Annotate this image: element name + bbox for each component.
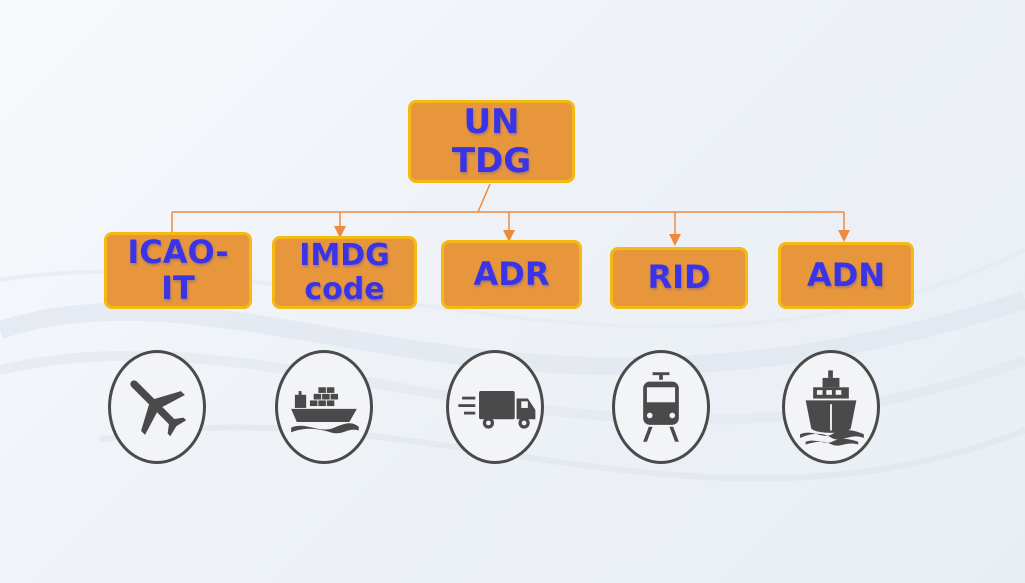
icao-it-label-line2: IT: [161, 268, 195, 307]
rid-box: RID: [610, 247, 748, 309]
train-icon: [612, 350, 710, 464]
imdg-code-label-line2: code: [304, 271, 385, 307]
adr-label: ADR: [473, 254, 550, 293]
un-tdg-label-line2: TDG: [451, 140, 532, 181]
icao-it-box: ICAO- IT: [104, 232, 252, 309]
un-tdg-box: UN TDG: [408, 100, 575, 183]
imdg-code-label-line1: IMDG: [299, 237, 390, 273]
adr-box: ADR: [441, 240, 582, 309]
river-ship-icon: [782, 350, 880, 464]
imdg-code-box: IMDG code: [272, 236, 417, 309]
adn-label: ADN: [806, 255, 886, 294]
airplane-icon: [108, 350, 206, 464]
root-connector: [477, 183, 491, 213]
truck-icon: [446, 350, 544, 464]
un-tdg-label-line1: UN: [463, 102, 520, 143]
container-ship-icon: [275, 350, 373, 464]
icao-it-label-line1: ICAO-: [127, 232, 229, 271]
adn-box: ADN: [778, 242, 914, 309]
rid-label: RID: [647, 258, 711, 297]
